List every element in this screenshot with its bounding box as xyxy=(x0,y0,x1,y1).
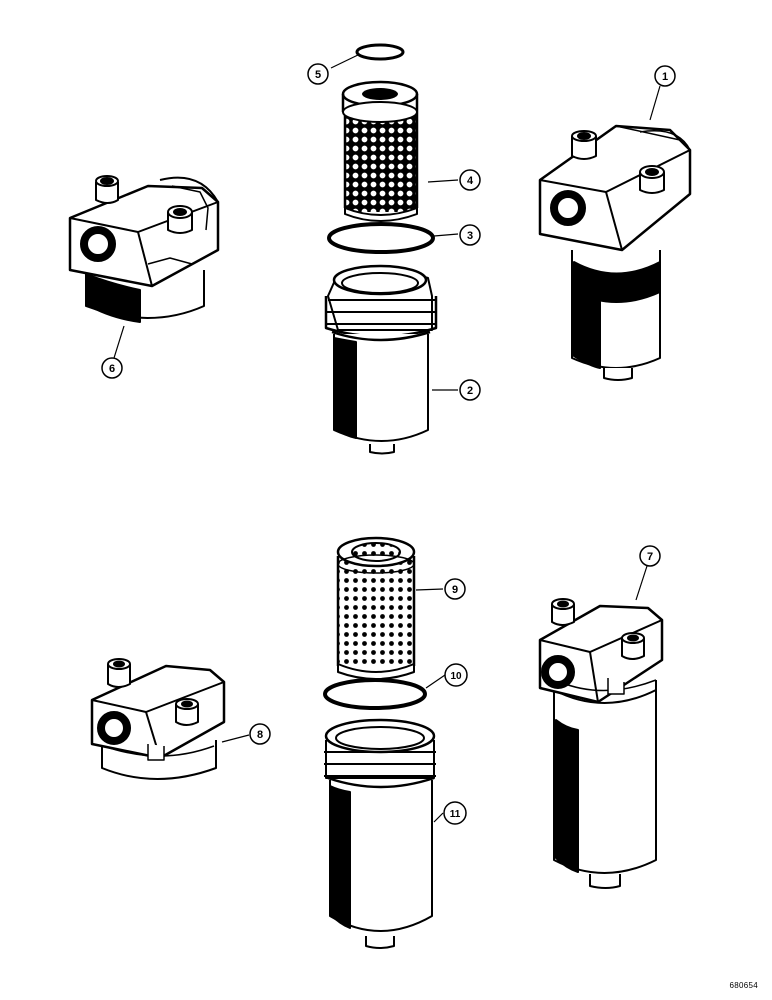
svg-text:1: 1 xyxy=(662,71,668,83)
callout-11: 11 xyxy=(443,801,467,825)
filter-assembly-upper-right xyxy=(538,124,692,381)
callout-6: 6 xyxy=(101,357,123,379)
callout-10: 10 xyxy=(444,663,468,687)
filter-head-lower-left xyxy=(90,658,226,780)
svg-text:7: 7 xyxy=(647,551,653,563)
svg-text:6: 6 xyxy=(109,363,115,375)
callout-2: 2 xyxy=(459,379,481,401)
leader-lines xyxy=(113,53,661,823)
svg-text:4: 4 xyxy=(467,175,474,187)
svg-text:9: 9 xyxy=(452,584,458,596)
callout-7: 7 xyxy=(639,545,661,567)
callout-3: 3 xyxy=(459,224,481,246)
filter-assembly-lower-right xyxy=(538,598,664,889)
filter-head-upper-left xyxy=(68,175,220,323)
filter-bowl-lower xyxy=(324,718,436,949)
callout-5: 5 xyxy=(307,63,329,85)
filter-element-lower xyxy=(336,536,416,680)
filter-bowl-upper xyxy=(324,264,438,455)
callout-8: 8 xyxy=(249,723,271,745)
callout-9: 9 xyxy=(444,578,466,600)
o-ring-small xyxy=(355,43,405,61)
svg-text:10: 10 xyxy=(450,671,462,682)
o-ring-large xyxy=(327,222,435,254)
o-ring-lower xyxy=(323,678,427,710)
svg-text:5: 5 xyxy=(315,69,321,81)
filter-element-upper xyxy=(341,80,419,222)
callout-4: 4 xyxy=(459,169,481,191)
svg-text:11: 11 xyxy=(450,809,461,820)
svg-text:8: 8 xyxy=(257,729,263,741)
svg-text:3: 3 xyxy=(467,230,473,242)
figure-number: 680654 xyxy=(729,981,758,990)
svg-text:2: 2 xyxy=(467,385,473,397)
callout-1: 1 xyxy=(654,65,676,87)
